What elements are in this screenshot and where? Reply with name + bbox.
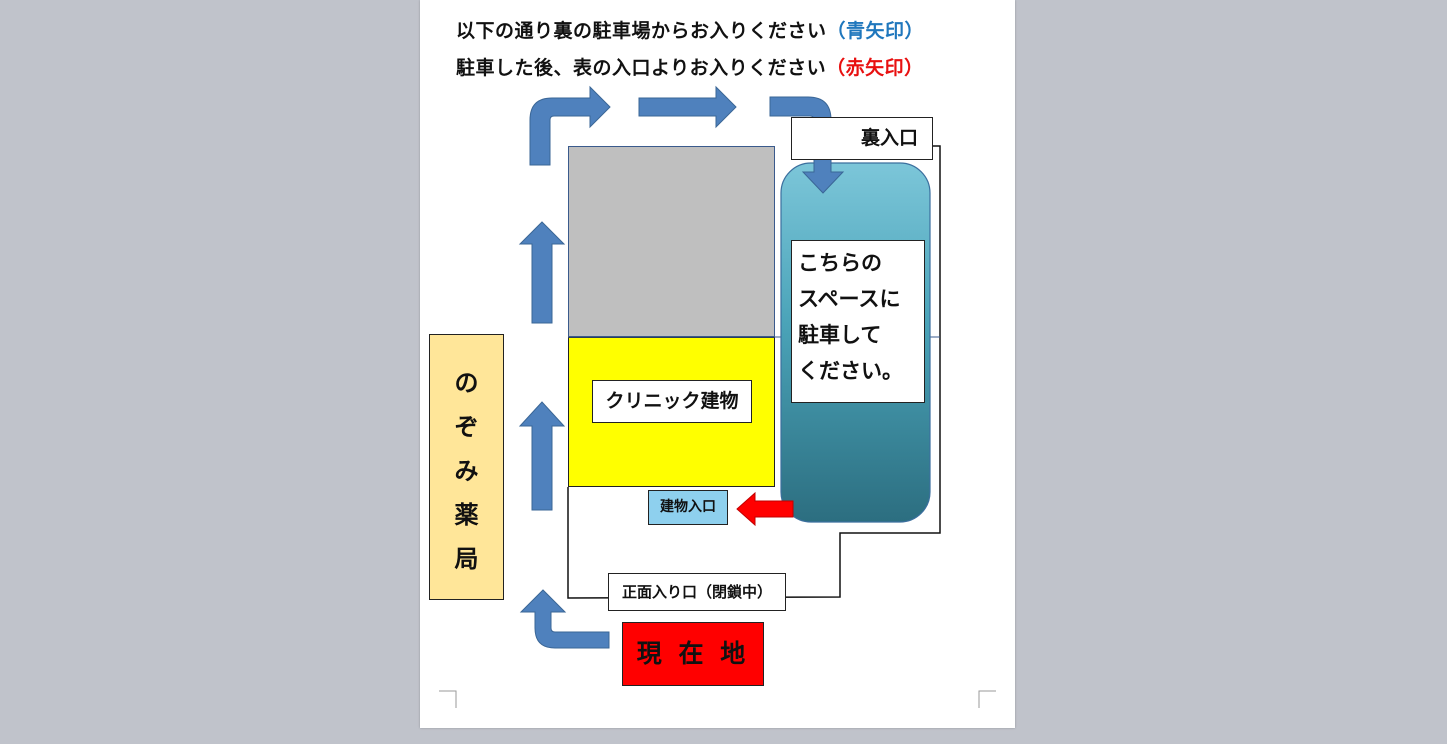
blue-arrow-note: （青矢印） <box>826 20 925 42</box>
parking-text-line-4: ください。 <box>798 359 903 383</box>
current-location-label: 現 在 地 <box>622 622 764 686</box>
pharmacy-char-2: ぞ <box>454 413 479 441</box>
route-arrow-up-2 <box>518 221 566 324</box>
parking-text-line-1: こちらの <box>798 251 882 275</box>
back-entrance-label: 裏入口 <box>791 117 933 160</box>
clinic-building-label: クリニック建物 <box>592 380 752 423</box>
back-lot <box>568 146 775 337</box>
front-entrance-label: 正面入り口（閉鎖中） <box>608 573 786 611</box>
parking-text-line-3: 駐車して <box>798 323 882 347</box>
instruction-line-2-text: 駐車した後、表の入口よりお入りください <box>456 57 827 79</box>
pharmacy-box: の ぞ み 薬 局 <box>429 334 504 600</box>
parking-instruction: こちらの スペースに 駐車して ください。 <box>791 240 925 403</box>
pharmacy-char-4: 薬 <box>454 501 479 529</box>
instruction-line-2: 駐車した後、表の入口よりお入りください（赤矢印） <box>456 53 924 80</box>
document-page: 以下の通り裏の駐車場からお入りください（青矢印） 駐車した後、表の入口よりお入り… <box>420 0 1015 728</box>
instruction-line-1: 以下の通り裏の駐車場からお入りください（青矢印） <box>456 16 924 43</box>
property-outline <box>567 145 941 599</box>
instruction-line-1-text: 以下の通り裏の駐車場からお入りください <box>456 20 827 42</box>
parking-text-line-2: スペースに <box>798 287 901 311</box>
route-arrow-right <box>638 85 737 129</box>
route-arrow-corner <box>529 85 611 166</box>
page-corner-marks <box>439 690 996 708</box>
red-arrow-note: （赤矢印） <box>826 57 924 79</box>
route-arrow-start <box>519 589 610 649</box>
entry-arrow <box>736 491 794 527</box>
building-entrance-label: 建物入口 <box>648 490 728 525</box>
pharmacy-char-1: の <box>454 369 479 397</box>
corner-mark-right <box>978 690 996 708</box>
pharmacy-char-3: み <box>454 457 479 485</box>
route-arrow-up-1 <box>518 401 566 511</box>
corner-mark-left <box>439 690 457 708</box>
pharmacy-char-5: 局 <box>454 545 479 573</box>
